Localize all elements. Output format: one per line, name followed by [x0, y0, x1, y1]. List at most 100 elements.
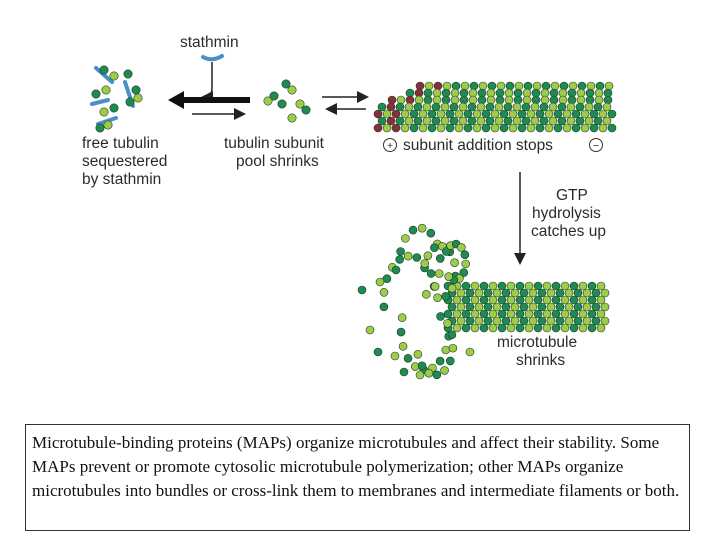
microtubule-subunit [582, 302, 592, 312]
pool-tubulin-bead [281, 79, 291, 89]
stathmin-label: stathmin [180, 34, 239, 51]
microtubule-subunit [400, 123, 410, 133]
microtubule-subunit [596, 281, 606, 291]
microtubule-subunit [542, 281, 552, 291]
tubulin-pool [263, 79, 311, 123]
microtubule-subunit [445, 123, 455, 133]
microtubule-subunit [578, 309, 588, 319]
peeling-subunit [422, 290, 431, 299]
free-tubulin-bead [95, 123, 105, 133]
microtubule-subunit [607, 123, 617, 133]
microtubule-subunit [594, 95, 604, 105]
microtubule-subunit [562, 109, 572, 119]
microtubule-subunit [442, 81, 452, 91]
released-subunit [373, 347, 383, 357]
microtubule-subunit [602, 102, 612, 112]
microtubule-subunit [477, 95, 487, 105]
microtubule-subunit [569, 309, 579, 319]
microtubule-subunit [580, 123, 590, 133]
free-tubulin-bead [109, 103, 119, 113]
microtubule-subunit [537, 302, 547, 312]
microtubule-subunit [490, 123, 500, 133]
microtubule-subunit [494, 116, 504, 126]
addition-stops-label: subunit addition stops [403, 137, 553, 154]
microtubule-subunit [584, 102, 594, 112]
microtubule-subunit [373, 123, 383, 133]
microtubule-subunit [519, 288, 529, 298]
microtubule-subunit [436, 109, 446, 119]
peeling-subunit [379, 302, 389, 312]
pool-tubulin-bead [277, 99, 287, 109]
peeling-subunit [397, 313, 407, 322]
peeling-subunit [417, 361, 427, 371]
microtubule-subunit [596, 323, 606, 333]
microtubule-subunit [575, 102, 585, 112]
microtubule-subunit [396, 95, 406, 105]
microtubule-subunit [514, 81, 524, 91]
microtubule-subunit [522, 95, 532, 105]
microtubule-subunit [524, 281, 534, 291]
microtubule-subunit [476, 102, 486, 112]
microtubule-subunit [510, 302, 520, 312]
microtubule-subunit [573, 288, 583, 298]
microtubule-subunit [423, 95, 433, 105]
free-tubulin-bead [101, 85, 111, 95]
peeling-subunit [444, 272, 453, 281]
microtubule-subunit [589, 123, 599, 133]
microtubule-subunit [409, 123, 419, 133]
microtubule-subunit [560, 281, 570, 291]
microtubule-subunit [400, 109, 410, 119]
peeling-subunit [435, 356, 445, 366]
microtubule-subunit [470, 295, 480, 305]
microtubule-subunit [551, 295, 561, 305]
peeling-subunit [433, 293, 442, 302]
peeling-subunit [434, 269, 444, 278]
microtubule-subunit [465, 288, 475, 298]
microtubule-subunit [478, 81, 488, 91]
microtubule-subunit [441, 95, 451, 105]
peeling-subunit [460, 250, 470, 259]
free-tubulin-cluster [90, 65, 143, 133]
microtubule-subunit [492, 288, 502, 298]
microtubule-subunit [459, 95, 469, 105]
stathmin-molecule [201, 54, 224, 62]
microtubule-subunit [523, 81, 533, 91]
plus-end-marker [383, 138, 397, 152]
microtubule-subunit [526, 123, 536, 133]
microtubule-subunit [486, 95, 496, 105]
microtubule-subunit [586, 81, 596, 91]
microtubule-subunit [440, 116, 450, 126]
peeling-subunit [379, 288, 389, 297]
microtubule-subunit [548, 102, 558, 112]
microtubule-subunit [481, 109, 491, 119]
microtubule-subunit [546, 316, 556, 326]
microtubule-subunit [533, 295, 543, 305]
microtubule-subunit [479, 323, 489, 333]
microtubule-subunit [551, 323, 561, 333]
microtubule-subunit [508, 123, 518, 133]
microtubule-subunit [504, 95, 514, 105]
microtubule-subunit [600, 302, 610, 312]
peeling-subunit [426, 228, 436, 238]
microtubule-subunit [589, 109, 599, 119]
microtubule-subunit [519, 302, 529, 312]
minus-end-marker [589, 138, 603, 152]
peeling-subunit [396, 247, 405, 256]
microtubule-subunit [474, 316, 484, 326]
microtubule-subunit [382, 123, 392, 133]
gtp-label-3: catches up [531, 223, 606, 240]
microtubule-subunit [415, 81, 425, 91]
microtubule-subunit [452, 295, 462, 305]
microtubule-subunit [456, 288, 466, 298]
microtubule-subunit [600, 316, 610, 326]
microtubule-subunit [531, 95, 541, 105]
pool-tubulin-bead [269, 91, 279, 101]
microtubule-subunit [553, 109, 563, 119]
peeling-subunit [412, 253, 422, 262]
microtubule-subunit [512, 116, 522, 126]
microtubule-subunit [532, 81, 542, 91]
microtubule-subunit [577, 81, 587, 91]
peeling-subunit [441, 345, 451, 355]
microtubule-subunit [505, 81, 515, 91]
peeling-subunit [413, 349, 423, 359]
